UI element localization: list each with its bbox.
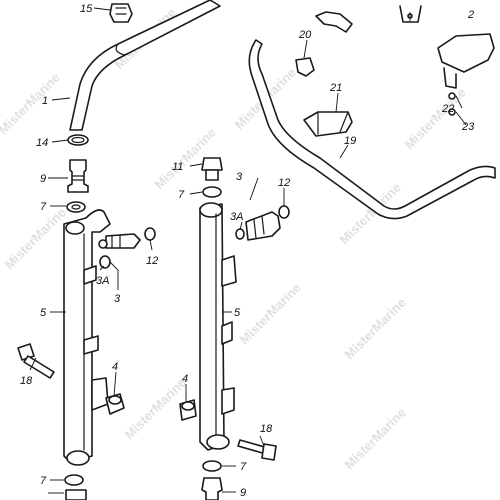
callout-3A-left: 3A: [96, 275, 109, 287]
hose-part-19: [248, 39, 496, 220]
bolt-part-18-right: [237, 439, 277, 461]
fitting-part-11: [201, 157, 223, 181]
fuel-rail-part-5-center: [199, 202, 237, 451]
clip-part-20: [295, 57, 315, 77]
watermark-11: MisterMarine: [402, 85, 469, 152]
bolt-part-18-left: [17, 343, 55, 379]
watermark-7: MisterMarine: [237, 280, 304, 347]
callout-9-bottom: 9: [240, 487, 246, 499]
callout-22: 22: [441, 103, 454, 115]
washer-part-7-center-top: [202, 186, 222, 198]
bracket-part-2: [399, 5, 422, 23]
callout-15: 15: [80, 3, 93, 15]
oring-part-12-center: [278, 205, 290, 219]
clamp-part-14: [67, 134, 89, 146]
leader-lines: [29, 7, 467, 494]
oring-part-12-left: [144, 227, 156, 241]
callout-4-left: 4: [112, 361, 118, 373]
callout-11: 11: [172, 161, 183, 173]
clip-top-center: [315, 11, 353, 33]
callout-3A-center: 3A: [230, 211, 243, 223]
callout-7-center-top: 7: [178, 189, 185, 201]
callout-18-right: 18: [260, 423, 273, 435]
callout-7-center-bottom: 7: [240, 461, 247, 473]
callout-7-left-bottom: 7: [40, 475, 47, 487]
callout-9-top: 9: [40, 173, 46, 185]
callout-19: 19: [344, 135, 356, 147]
watermark-1: MisterMarine: [0, 70, 63, 137]
callout-12-left: 12: [146, 255, 158, 267]
callout-5-center: 5: [234, 307, 241, 319]
hose-part-1: [69, 0, 221, 131]
fitting-part-9-left: [67, 159, 89, 193]
watermark-10: MisterMarine: [122, 375, 189, 442]
callout-2: 2: [467, 9, 474, 21]
callout-18-left: 18: [20, 375, 33, 387]
callout-20: 20: [298, 29, 312, 41]
oring-part-3A-center: [235, 228, 245, 240]
callout-4-center: 4: [182, 373, 188, 385]
callout-1: 1: [42, 95, 48, 107]
callout-labels: 15 2 20 1 21 22 23 14 19 9 11 3 12 7 7 3…: [20, 3, 475, 499]
callout-14: 14: [36, 137, 48, 149]
spacer-part-4-center: [179, 399, 197, 421]
oring-part-3A-left: [99, 255, 111, 269]
callout-3-left: 3: [114, 293, 121, 305]
bracket-part-22: [437, 33, 495, 116]
callout-3-top: 3: [236, 171, 243, 183]
washer-part-7-left-top: [66, 201, 86, 213]
washer-part-7-left-bottom: [64, 474, 84, 486]
fitting-part-9-bottom-left: [65, 489, 87, 500]
watermark-4: MisterMarine: [2, 205, 69, 272]
callout-5-left: 5: [40, 307, 47, 319]
fitting-part-9-bottom-center: [201, 477, 223, 500]
callout-7-left-top: 7: [40, 201, 47, 213]
callout-23: 23: [461, 121, 475, 133]
clip-part-21: [303, 111, 353, 137]
injector-part-3-center: [245, 211, 281, 241]
watermark-8: MisterMarine: [342, 295, 409, 362]
callout-21: 21: [329, 82, 342, 94]
callout-12-top: 12: [278, 177, 290, 189]
washer-part-7-center-bottom: [202, 460, 222, 472]
injector-part-3-left: [98, 233, 141, 249]
watermark-9: MisterMarine: [342, 405, 409, 472]
spacer-part-4-left: [105, 393, 125, 415]
fuel-rail-part-5-left: [63, 209, 111, 466]
clip-part-15: [109, 3, 133, 23]
